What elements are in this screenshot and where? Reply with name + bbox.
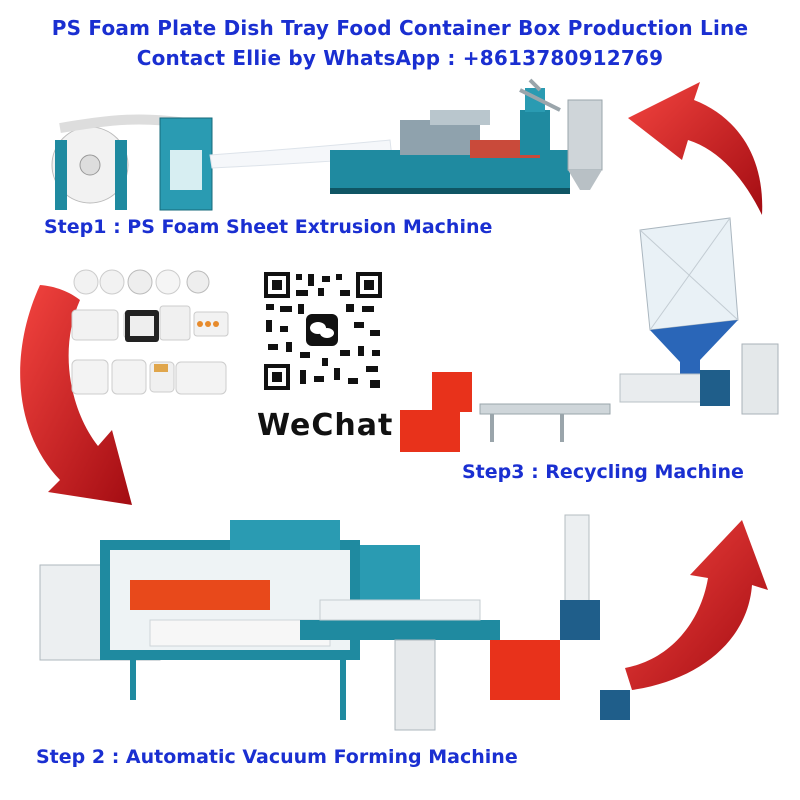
product-samples-image: [71, 269, 229, 395]
arrow-bottom-right-icon: [625, 520, 768, 690]
arrow-top-right-icon: [628, 82, 763, 215]
arrow-left-icon: [20, 285, 132, 505]
step1-label: Step1 : PS Foam Sheet Extrusion Machine: [44, 216, 493, 238]
vacuum-forming-machine: [39, 514, 630, 731]
page-title: PS Foam Plate Dish Tray Food Container B…: [51, 16, 749, 40]
extrusion-machine: [51, 78, 603, 211]
step2-label: Step 2 : Automatic Vacuum Forming Machin…: [36, 746, 518, 768]
step3-label: Step3 : Recycling Machine: [462, 461, 744, 483]
contact-line: Contact Ellie by WhatsApp : +86137809127…: [136, 46, 664, 70]
wechat-qr-code-image: [262, 270, 384, 392]
recycling-machine: [400, 217, 779, 452]
wechat-label: WeChat: [257, 408, 394, 443]
